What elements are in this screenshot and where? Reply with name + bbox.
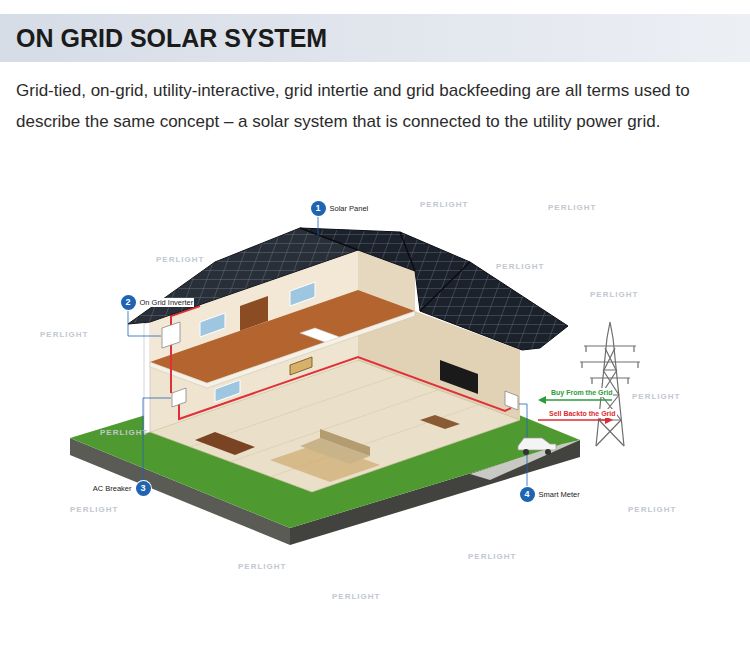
callout-circle: 2On Grid Inverter (121, 295, 136, 310)
transmission-tower (596, 348, 624, 446)
car (545, 449, 551, 455)
callout-number: 4 (524, 489, 529, 499)
leader-lines (128, 309, 161, 336)
title-band (0, 14, 750, 62)
equipment (179, 357, 511, 419)
equipment (172, 388, 186, 407)
callout-circle: 3AC Breaker (136, 481, 151, 496)
watermark: PERLIGHT (100, 428, 148, 438)
flow-label: Buy From the Grid (550, 388, 613, 397)
callout-circle: 4Smart Meter (520, 487, 535, 502)
watermark: PERLIGHT (548, 203, 596, 213)
equipment (162, 322, 180, 348)
equipment (505, 391, 518, 410)
ground-floor (320, 429, 370, 456)
solar-roof (128, 228, 358, 324)
transmission-tower (582, 346, 638, 384)
car (523, 449, 529, 455)
corner-post (144, 322, 150, 434)
callout-number: 3 (140, 483, 145, 493)
transmission-tower (580, 346, 640, 378)
upper-floor (150, 311, 415, 388)
title-band (0, 14, 750, 62)
transmission-tower (596, 322, 624, 446)
solar-roof (300, 228, 470, 311)
grid-flow-arrows (538, 396, 546, 404)
equipment (170, 345, 172, 393)
watermark: PERLIGHT (156, 255, 204, 265)
ground-floor (290, 357, 312, 375)
grid-flow-arrows (545, 399, 612, 401)
callout-number: 1 (315, 203, 320, 213)
grid-flow-arrows (538, 419, 606, 421)
watermark: PERLIGHT (468, 552, 516, 562)
watermark: PERLIGHT (632, 392, 680, 402)
title-heading: ON GRID SOLAR SYSTEM (16, 23, 327, 53)
part-label: Solar Panel (329, 204, 370, 213)
watermark: PERLIGHT (628, 505, 676, 515)
car (518, 438, 556, 455)
solar-roof (128, 228, 568, 350)
watermark: PERLIGHT (590, 290, 638, 300)
ground-floor (195, 432, 255, 455)
leader-lines (143, 398, 171, 481)
callout-number: 2 (125, 297, 130, 307)
part-label: Smart Meter (538, 490, 581, 499)
corner-post (144, 322, 150, 434)
watermark: PERLIGHT (496, 262, 544, 272)
part-label: On Grid Inverter (139, 298, 195, 307)
flow-label: Sell Backto the Grid (548, 409, 617, 418)
upper-floor (200, 313, 225, 337)
transmission-tower (580, 322, 640, 446)
callout-circle: 1Solar Panel (311, 201, 326, 216)
solar-roof (128, 228, 568, 350)
watermark: PERLIGHT (238, 562, 286, 572)
caption-text: Grid-tied, on-grid, utility-interactive,… (16, 75, 744, 137)
part-label: AC Breaker (92, 484, 133, 493)
watermark: PERLIGHT (420, 200, 468, 210)
leader-lines (318, 215, 319, 236)
ground-floor (420, 415, 460, 429)
watermark: PERLIGHT (332, 592, 380, 602)
car (518, 438, 556, 450)
upper-floor (290, 282, 315, 306)
leader-lines (128, 215, 527, 487)
watermark: PERLIGHT (70, 505, 118, 515)
watermark: PERLIGHT (40, 330, 88, 340)
